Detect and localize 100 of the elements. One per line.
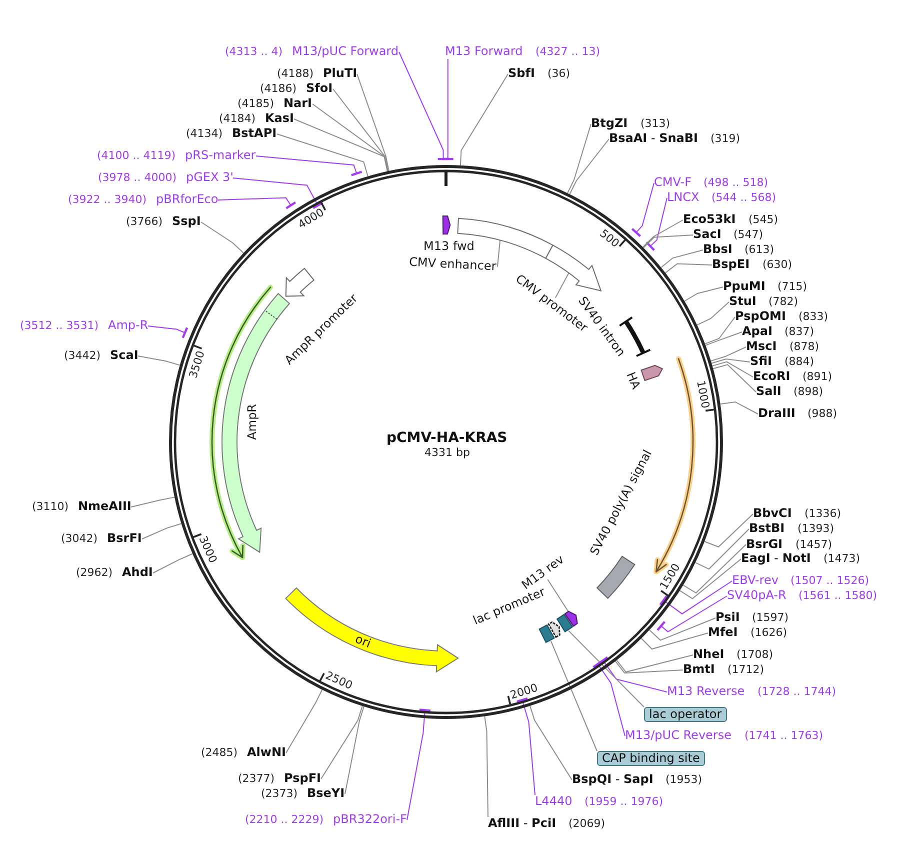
primer-label: pRS-marker bbox=[185, 149, 256, 163]
leader-line bbox=[232, 178, 324, 210]
enzyme-site-label: SfoI bbox=[306, 82, 333, 96]
leader-line bbox=[704, 514, 754, 548]
leader-line bbox=[356, 74, 390, 172]
site-position: (1393) bbox=[798, 523, 834, 536]
site-position: (4188) bbox=[277, 68, 314, 81]
enzyme-site-label: BsrFI bbox=[107, 532, 142, 546]
enzyme-site-label: BsaAI - SnaBI bbox=[609, 132, 698, 146]
primer-label: L4440 bbox=[535, 795, 572, 809]
leader-line bbox=[406, 708, 432, 820]
primer-range: (3978 .. 4000) bbox=[98, 172, 177, 185]
site-position: (2069) bbox=[568, 818, 606, 831]
enzyme-site-label: Eco53kI bbox=[683, 213, 736, 227]
leader-line bbox=[138, 356, 180, 366]
site-position: (545) bbox=[748, 214, 778, 227]
leader-line bbox=[694, 528, 750, 570]
plasmid-size: 4331 bp bbox=[424, 446, 470, 460]
site-position: (3442) bbox=[64, 350, 101, 363]
enzyme-site-label: NheI bbox=[693, 648, 724, 662]
primer-label: M13 Reverse bbox=[667, 685, 745, 699]
primer-range: (1728 .. 1744) bbox=[758, 686, 836, 699]
scale-label: 2500 bbox=[324, 669, 354, 691]
primer-label: M13 Forward bbox=[445, 45, 523, 59]
feature-tag: CAP binding site bbox=[597, 751, 705, 766]
leader-line bbox=[696, 302, 730, 326]
site-position: (1626) bbox=[750, 627, 788, 640]
enzyme-site-label: AflIII - PciI bbox=[488, 817, 556, 831]
enzyme-site-label: BstAPI bbox=[232, 127, 277, 141]
feature-label: AmpR bbox=[246, 404, 260, 440]
scale-label: 4000 bbox=[296, 206, 326, 231]
primer-label: pBR322ori-F bbox=[333, 813, 407, 827]
site-position: (313) bbox=[640, 118, 670, 131]
site-position: (36) bbox=[548, 68, 570, 81]
scale-label: 3000 bbox=[197, 534, 219, 564]
leader-line bbox=[554, 272, 570, 298]
leader-line bbox=[704, 316, 736, 344]
enzyme-site-label: SacI bbox=[693, 228, 722, 242]
site-position: (4134) bbox=[186, 128, 223, 141]
enzyme-site-label: AlwNI bbox=[247, 746, 286, 760]
site-position: (715) bbox=[778, 281, 808, 294]
primer-range: (544 .. 568) bbox=[712, 192, 776, 205]
leader-line bbox=[256, 156, 363, 176]
leader-line bbox=[344, 706, 364, 794]
leader-line bbox=[148, 326, 188, 339]
leader-line bbox=[640, 632, 708, 650]
leader-line bbox=[712, 364, 756, 392]
leader-line bbox=[592, 660, 626, 736]
leader-line bbox=[516, 697, 536, 796]
leader-line bbox=[645, 198, 668, 252]
site-position: (1708) bbox=[736, 649, 774, 662]
enzyme-site-label: BseYI bbox=[307, 787, 345, 801]
primer-label: LNCX bbox=[667, 191, 700, 205]
site-position: (988) bbox=[808, 408, 838, 421]
leader-line bbox=[568, 630, 644, 708]
enzyme-site-label: BstBI bbox=[749, 522, 785, 536]
enzyme-site-label: BsrGI bbox=[746, 538, 783, 552]
feature-label: CMV enhancer bbox=[408, 255, 496, 274]
site-position: (2485) bbox=[201, 747, 238, 760]
enzyme-site-label: PspOMI bbox=[735, 310, 786, 324]
enzyme-site-label: NmeAIII bbox=[78, 500, 132, 514]
enzyme-site-label: MfeI bbox=[708, 626, 738, 640]
enzyme-site-label: BmtI bbox=[683, 663, 715, 677]
leader-line bbox=[569, 138, 610, 195]
primer-label: M13/pUC Reverse bbox=[625, 729, 732, 743]
leader-line bbox=[320, 706, 363, 780]
leader-line bbox=[276, 134, 368, 177]
enzyme-site-label: BspEI bbox=[712, 258, 750, 272]
leader-line bbox=[642, 234, 694, 248]
enzyme-site-label: SbfI bbox=[508, 67, 535, 81]
feature-label: M13 fwd bbox=[424, 240, 474, 254]
leader-line bbox=[312, 104, 388, 172]
site-position: (630) bbox=[762, 259, 792, 272]
leader-line bbox=[286, 689, 323, 754]
enzyme-site-label: PpuMI bbox=[723, 280, 766, 294]
leader-line bbox=[460, 74, 508, 166]
site-position: (3766) bbox=[126, 216, 163, 229]
primer-range: (1561 .. 1580) bbox=[798, 590, 878, 603]
enzyme-site-label: BbsI bbox=[703, 243, 732, 257]
primer-label: EBV-rev bbox=[732, 574, 778, 588]
primer-range: (4100 .. 4119) bbox=[97, 150, 176, 163]
site-position: (1597) bbox=[752, 612, 789, 625]
enzyme-site-label: EagI - NotI bbox=[741, 552, 811, 566]
site-position: (1953) bbox=[666, 774, 702, 787]
site-position: (1712) bbox=[728, 664, 764, 677]
enzyme-site-label: SspI bbox=[172, 215, 201, 229]
enzyme-site-label: BbvCI bbox=[753, 507, 792, 521]
primer-label: pGEX 3' bbox=[186, 171, 234, 185]
enzyme-site-label: StuI bbox=[729, 295, 756, 309]
leader-line bbox=[712, 361, 754, 378]
enzyme-site-label: KasI bbox=[265, 112, 294, 126]
leader-line bbox=[550, 640, 598, 752]
leader-line bbox=[648, 618, 716, 641]
leader-line bbox=[567, 124, 592, 194]
leader-line bbox=[684, 286, 724, 302]
site-position: (2373) bbox=[261, 788, 298, 801]
leader-line bbox=[218, 197, 297, 210]
site-position: (2377) bbox=[238, 773, 275, 786]
primer-range: (3512 .. 3531) bbox=[20, 320, 99, 333]
leader-line bbox=[711, 358, 750, 364]
